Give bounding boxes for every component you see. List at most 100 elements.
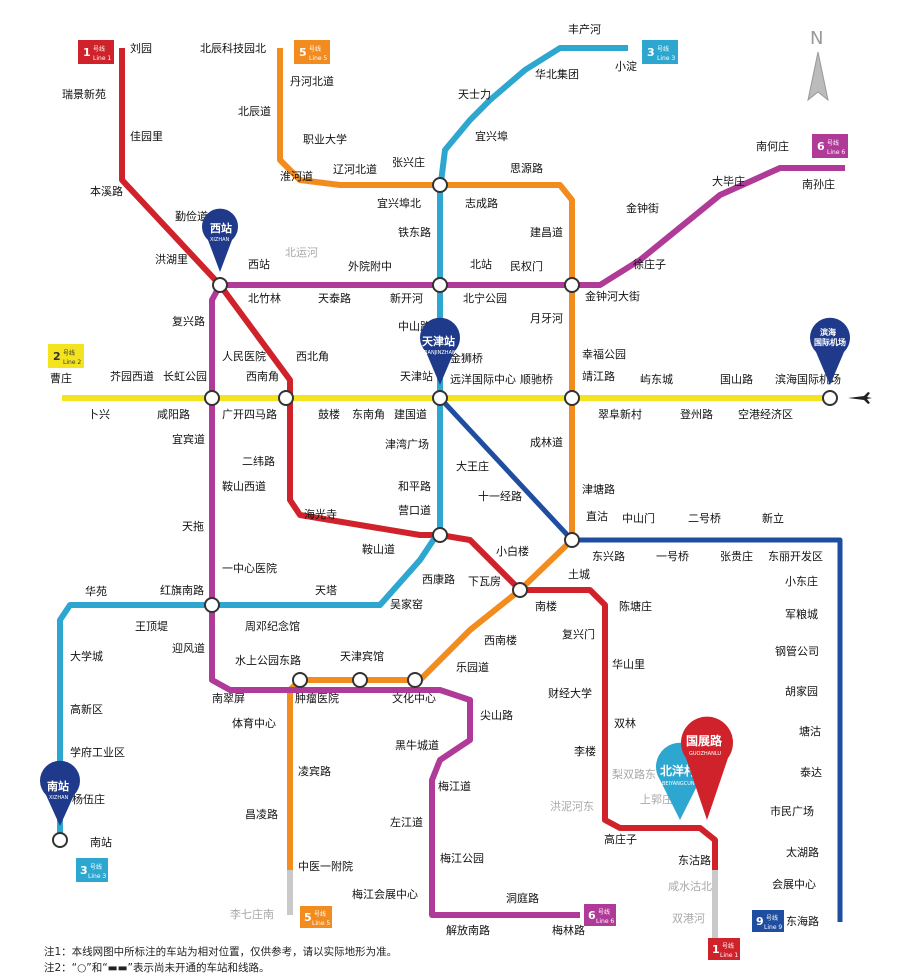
station-shuanglin[interactable]: 双林 <box>614 716 636 730</box>
station-yuanyang[interactable]: 远洋国际中心 <box>450 372 516 386</box>
station-tianta[interactable]: 天塔 <box>315 584 337 597</box>
station-waiyuan[interactable]: 外院附中 <box>348 259 392 273</box>
station-daxuecheng[interactable]: 大学城 <box>70 649 103 663</box>
station-nanhezhuang[interactable]: 南何庄 <box>756 139 789 153</box>
transfer-jinzhonghe[interactable] <box>564 277 580 293</box>
station-donggulu[interactable]: 东沽路 <box>678 854 711 867</box>
station-buxing[interactable]: 卜兴 <box>88 408 110 421</box>
station-zhangxingzhuang[interactable]: 张兴庄 <box>392 155 425 169</box>
transfer-wenhuazhongxin[interactable] <box>407 672 423 688</box>
station-yixingbu[interactable]: 宜兴埠北 <box>377 196 421 210</box>
station-xianshuigubei[interactable]: 咸水沽北 <box>668 880 712 893</box>
station-tanggu[interactable]: 塘沽 <box>799 724 821 738</box>
station-shuanggonghe[interactable]: 双港河 <box>672 912 705 925</box>
station-zhongliu[interactable]: 肿瘤医院 <box>295 691 339 705</box>
transfer-tianjinbinguan[interactable] <box>352 672 368 688</box>
station-jiefangnanlu[interactable]: 解放南路 <box>446 923 490 937</box>
station-caijing[interactable]: 财经大学 <box>548 686 592 700</box>
station-gangguan[interactable]: 钢管公司 <box>775 644 819 658</box>
station-changhong[interactable]: 长虹公园 <box>163 370 207 383</box>
station-xiaobailou[interactable]: 小白楼 <box>496 544 529 558</box>
station-hongnihe[interactable]: 洪泥河东 <box>550 799 594 813</box>
station-minquanmen[interactable]: 民权门 <box>510 259 543 273</box>
station-jinzhonghe[interactable]: 金钟河大街 <box>585 289 640 303</box>
station-xinanlou[interactable]: 西南楼 <box>484 633 517 647</box>
station-shiminguangchang[interactable]: 市民广场 <box>770 804 814 818</box>
station-dengzhoulu[interactable]: 登州路 <box>680 407 713 421</box>
station-huayuan[interactable]: 华苑 <box>85 584 107 598</box>
station-meijiangdao[interactable]: 梅江道 <box>438 779 471 793</box>
station-xinkaihe[interactable]: 新开河 <box>390 291 423 305</box>
transfer-xiawafang[interactable] <box>512 582 528 598</box>
station-fuxinglu[interactable]: 复兴路 <box>172 314 205 328</box>
station-leyuandao[interactable]: 乐园道 <box>456 660 489 674</box>
transfer-yingkoudao[interactable] <box>432 527 448 543</box>
station-yingfengdao[interactable]: 迎风道 <box>172 641 205 655</box>
station-wujiayao[interactable]: 吴家窑 <box>390 597 423 611</box>
transfer-binhai[interactable] <box>822 390 838 406</box>
station-xinanjiao[interactable]: 西南角 <box>246 370 279 383</box>
station-renminyiyuan[interactable]: 人民医院 <box>222 349 266 363</box>
station-haiguangsi[interactable]: 海光寺 <box>304 507 337 521</box>
station-zhongshanmen[interactable]: 中山门 <box>622 511 655 525</box>
station-huabei[interactable]: 华北集团 <box>535 67 579 81</box>
station-jingjianglu[interactable]: 靖江路 <box>582 370 615 383</box>
station-shuishang[interactable]: 水上公园东路 <box>235 654 301 667</box>
station-dawangzhuang[interactable]: 大王庄 <box>456 459 489 473</box>
station-tiantailu[interactable]: 天泰路 <box>318 291 351 305</box>
station-lingbinlu[interactable]: 凌宾路 <box>298 764 331 778</box>
transfer-xizhan[interactable] <box>212 277 228 293</box>
station-zhigu[interactable]: 直沽 <box>586 509 608 523</box>
station-lishuangludong[interactable]: 梨双路东 <box>612 767 656 781</box>
station-gaoxinqu[interactable]: 高新区 <box>70 702 103 716</box>
transfer-nanzhan[interactable] <box>52 832 68 848</box>
station-xingfugongyuan[interactable]: 幸福公园 <box>582 347 626 361</box>
station-beichendao[interactable]: 北辰道 <box>238 104 271 118</box>
station-liuyuan[interactable]: 刘园 <box>130 42 152 55</box>
station-chenglindao[interactable]: 成林道 <box>530 435 563 449</box>
station-dongnanjiao[interactable]: 东南角 <box>352 408 385 421</box>
station-huashanli[interactable]: 华山里 <box>612 657 645 671</box>
station-gaozhuangzi[interactable]: 高庄子 <box>604 832 637 846</box>
transfer-jingjianglu[interactable] <box>564 390 580 406</box>
station-gulou[interactable]: 鼓楼 <box>318 407 340 421</box>
station-tiedonglu[interactable]: 铁东路 <box>398 226 431 239</box>
station-binhaiairport[interactable]: 滨海国际机场 <box>775 372 841 386</box>
station-jianshanlu[interactable]: 尖山路 <box>480 709 513 722</box>
station-hepinglu[interactable]: 和平路 <box>398 480 431 493</box>
station-lilou[interactable]: 李楼 <box>574 744 596 758</box>
station-jintanglu[interactable]: 津塘路 <box>582 482 615 496</box>
station-shangguozhuang[interactable]: 上郭庄 <box>640 792 673 806</box>
transfer-changhong[interactable] <box>204 390 220 406</box>
station-beichenkeji[interactable]: 北辰科技园北 <box>200 41 266 55</box>
station-xinli[interactable]: 新立 <box>762 511 784 525</box>
station-jianchangdao[interactable]: 建昌道 <box>530 225 563 239</box>
station-yangwuzhuang[interactable]: 杨伍庄 <box>72 792 105 806</box>
station-beizhulin[interactable]: 北竹林 <box>248 291 281 305</box>
station-jinshiqiao[interactable]: 金狮桥 <box>450 351 483 365</box>
station-wenhuazhongxin[interactable]: 文化中心 <box>392 691 436 705</box>
pin-tianjinzhan[interactable]: 天津站 TIANJINZHAN <box>419 317 460 385</box>
pin-binhai-airport[interactable]: 滨海 国际机场 <box>810 317 850 385</box>
station-yizhongxin[interactable]: 一中心医院 <box>222 561 277 575</box>
station-huaihedao[interactable]: 淮河道 <box>280 169 313 183</box>
station-siyuanlu[interactable]: 思源路 <box>510 161 543 175</box>
station-anshanxidao[interactable]: 鞍山西道 <box>222 479 266 493</box>
station-beizhan[interactable]: 北站 <box>470 257 492 271</box>
station-huizhanzhongxin[interactable]: 会展中心 <box>772 878 816 891</box>
station-yibindao[interactable]: 宜宾道 <box>172 432 205 446</box>
station-tucheng[interactable]: 土城 <box>568 568 590 581</box>
station-zhongyi[interactable]: 中医一附院 <box>298 859 353 873</box>
station-junliangcheng[interactable]: 军粮城 <box>785 607 818 621</box>
station-xikanglu[interactable]: 西康路 <box>422 572 455 586</box>
station-meilinlu[interactable]: 梅林路 <box>552 923 585 937</box>
station-nancuiping[interactable]: 南翠屏 <box>212 692 245 705</box>
station-yudongcheng[interactable]: 屿东城 <box>640 373 673 386</box>
station-guoshanlu[interactable]: 国山路 <box>720 373 753 386</box>
pin-xizhan[interactable]: 西站 XIZHAN <box>202 208 238 272</box>
station-yixingbu3[interactable]: 宜兴埠 <box>475 129 508 143</box>
station-hongqinanlu[interactable]: 红旗南路 <box>160 583 204 597</box>
pin-guozhanlu[interactable]: 国展路 GUOZHANLU <box>681 716 733 820</box>
station-changlinglu[interactable]: 昌凌路 <box>245 807 278 821</box>
station-ruijing[interactable]: 瑞景新苑 <box>62 87 106 101</box>
